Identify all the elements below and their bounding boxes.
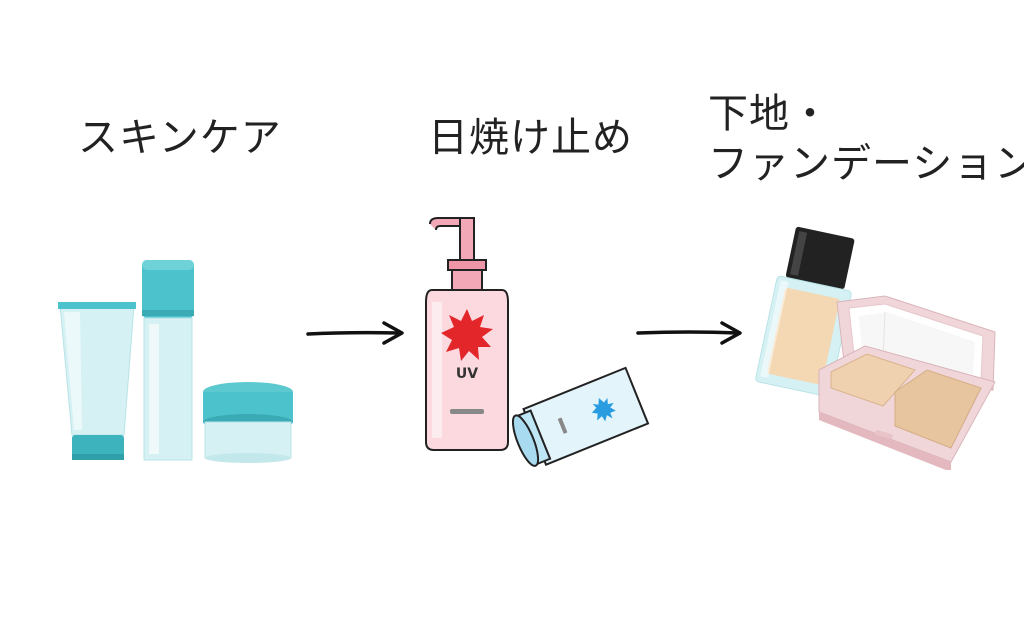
foundation-bottle — [755, 226, 855, 397]
skincare-bottle — [142, 260, 194, 461]
step-label-sunscreen: 日焼け止め — [428, 115, 633, 161]
sun-icon — [441, 309, 493, 361]
sunscreen-products-icon: UV — [425, 217, 650, 467]
foundation-compact-icon — [755, 226, 996, 470]
uv-label: UV — [456, 366, 478, 382]
arrow-right-icon — [306, 321, 404, 345]
skincare-jar — [203, 382, 293, 463]
step-label-foundation: ファンデーション — [708, 141, 1024, 187]
sunscreen-tube — [511, 366, 650, 467]
step-label-base: 下地・ — [708, 91, 831, 137]
sunscreen-bottle: UV — [425, 289, 509, 451]
sun-small-icon — [591, 397, 616, 422]
foundation-compact — [818, 295, 996, 470]
arrow-right-icon — [636, 321, 742, 345]
sunscreen-pump — [429, 217, 487, 291]
skincare-tube — [58, 302, 136, 460]
step-label-skincare: スキンケア — [78, 115, 282, 161]
skincare-products-icon — [58, 260, 293, 463]
